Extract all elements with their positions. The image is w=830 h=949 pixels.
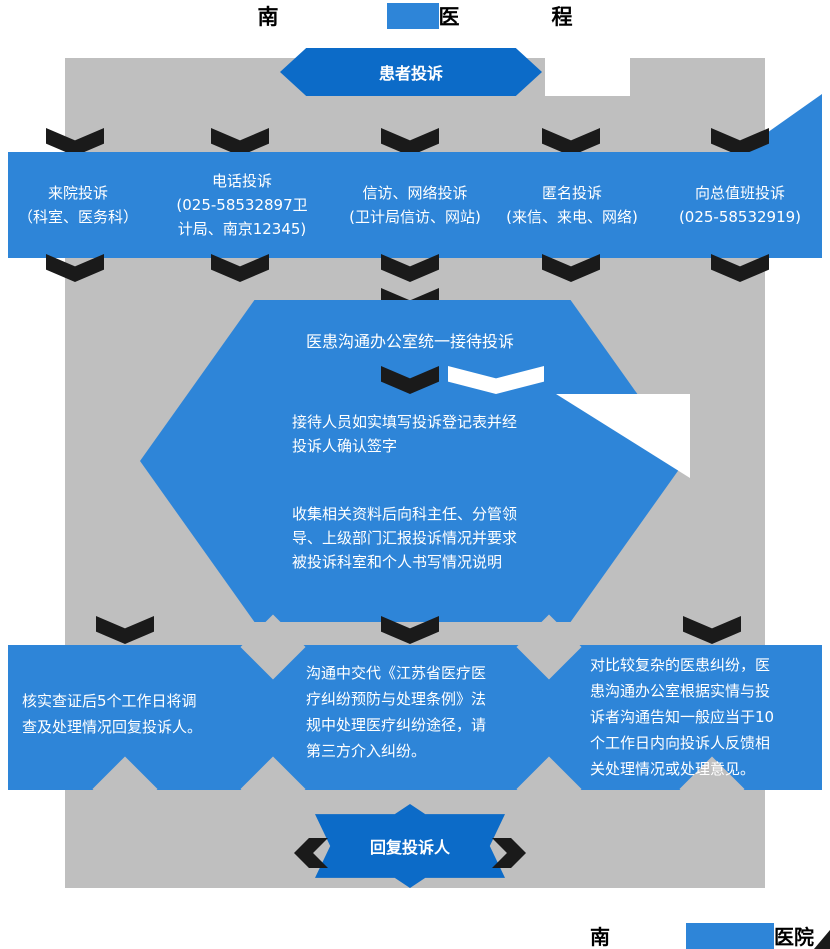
footer-fragment-2: 医院 (774, 925, 814, 949)
channel-phone: 电话投诉 (025-58532897卫 计局、南京12345) (176, 172, 308, 238)
process-step-3: 收集相关资料后向科主任、分管领 导、上级部门汇报投诉情况并要求 被投诉科室和个人… (292, 505, 518, 571)
process-hexagon (140, 300, 685, 622)
channel-petition: 信访、网络投诉 (卫计局信访、网站) (349, 184, 481, 226)
channels-band (8, 152, 822, 258)
footer-fragment-1: 南 (590, 925, 610, 949)
title-fragment-1: 南 (257, 5, 279, 29)
outcome-reply: 核实查证后5个工作日将调 查及处理情况回复投诉人。 (22, 692, 203, 736)
channel-anonymous: 匿名投诉 (来信、来电、网络) (506, 184, 638, 226)
outcomes-band (8, 645, 822, 790)
process-step-2: 接待人员如实填写投诉登记表并经 投诉人确认签字 (292, 413, 518, 455)
process-step-1: 医患沟通办公室统一接待投诉 (305, 332, 514, 351)
end-node: 回复投诉人 (315, 804, 505, 888)
end-node-label: 回复投诉人 (369, 838, 450, 857)
channel-duty: 向总值班投诉 (025-58532919) (678, 184, 802, 226)
outcome-complex: 对比较复杂的医患纠纷，医 患沟通办公室根据实情与投 诉者沟通告知一般应当于10 … (590, 656, 775, 778)
outcome-mediate: 沟通中交代《江苏省医疗医 疗纠纷预防与处理条例》法 规中处理医疗纠纷途径，请 第… (306, 664, 487, 760)
redaction-box (386, 3, 439, 29)
channel-onsite: 来院投诉 （科室、医务科） (17, 184, 138, 226)
redaction-box (686, 922, 774, 949)
corner-marker-icon (814, 930, 830, 949)
erase-mark (545, 58, 630, 96)
start-node-label: 患者投诉 (378, 64, 443, 83)
start-node: 患者投诉 (280, 48, 542, 96)
footer-signature: 南 医院 (590, 922, 814, 949)
title-fragment-2: 医 (438, 5, 460, 29)
title-fragment-3: 程 (551, 5, 573, 29)
page-title: 南 医 程 (0, 2, 830, 30)
